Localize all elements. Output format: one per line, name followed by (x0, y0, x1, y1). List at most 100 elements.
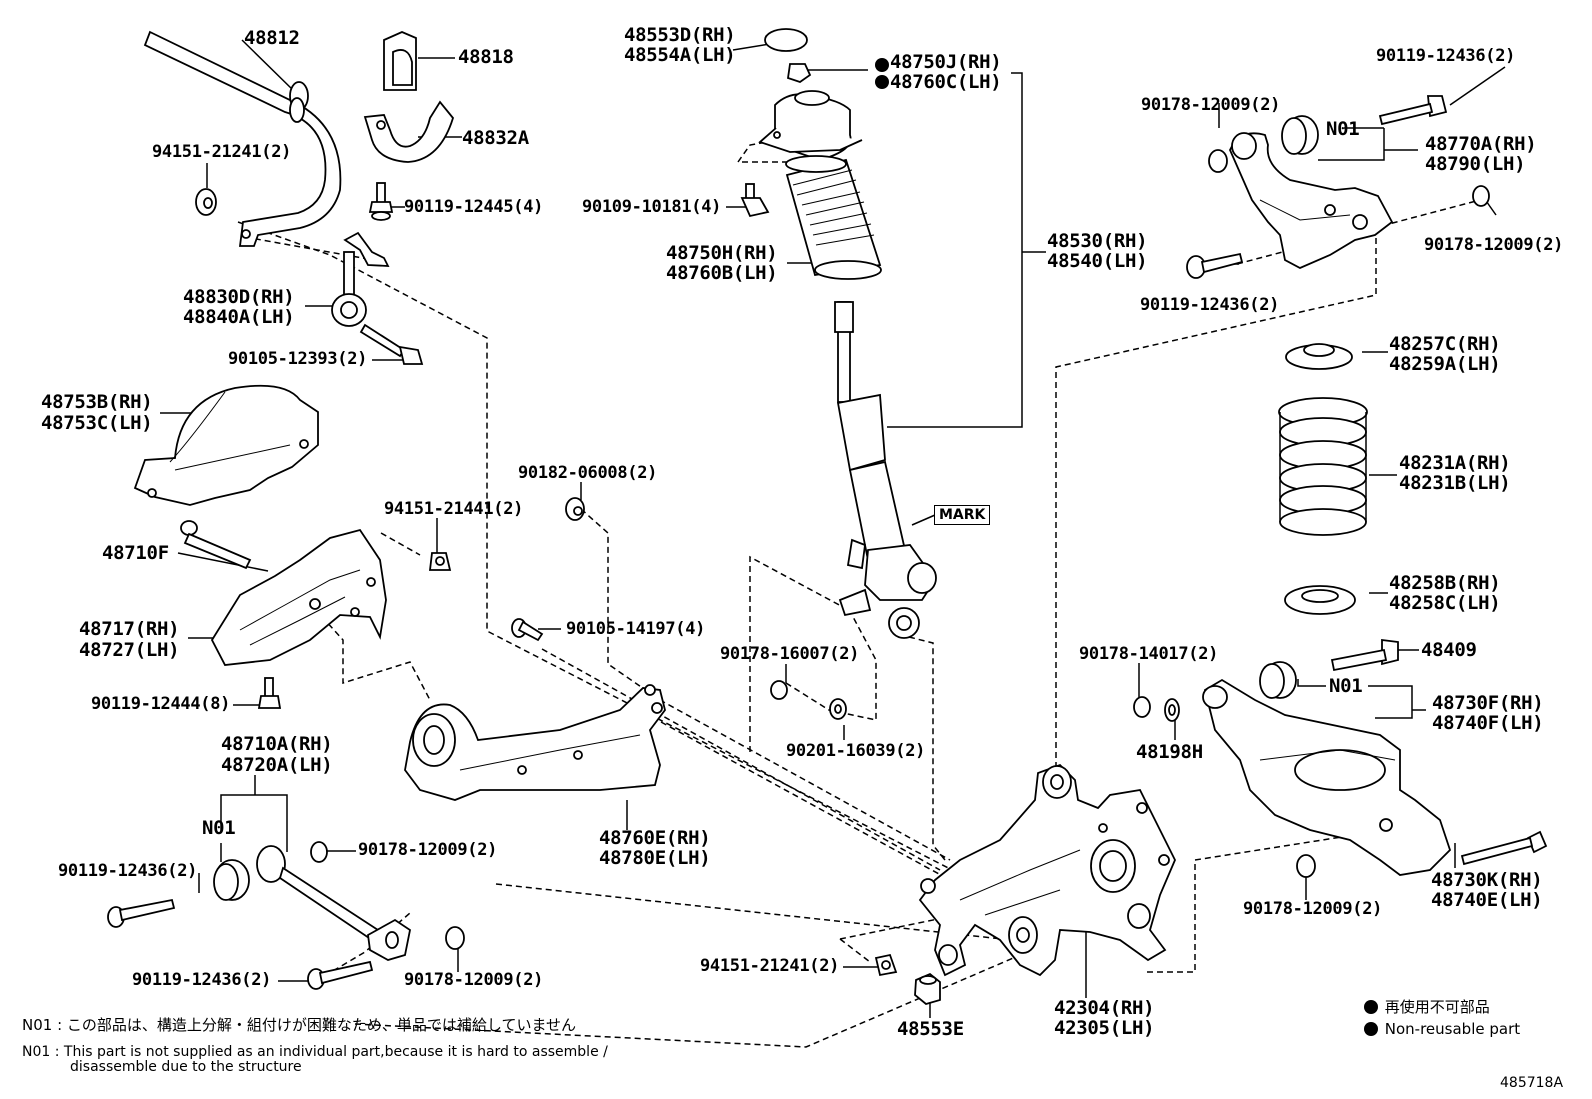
nut (565, 497, 585, 521)
part-label-48257c: 48257C(RH) (1389, 333, 1501, 355)
spring-upper-seat (1285, 343, 1353, 370)
bolt (1378, 95, 1448, 126)
legend-en-text: Non-reusable part (1384, 1020, 1521, 1038)
part-label-94151-21241: 94151-21241(2) (700, 956, 840, 976)
steering-knuckle (918, 763, 1176, 977)
bolt (307, 960, 374, 990)
bolt (1330, 638, 1399, 672)
lower-arm (1202, 678, 1452, 876)
bushing (383, 31, 417, 91)
part-label-48730k: 48730K(RH) (1431, 869, 1543, 891)
bolt (368, 182, 394, 221)
upper-arm (1229, 132, 1394, 269)
part-label-48830d: 48830D(RH) (183, 286, 295, 308)
part-label-48730f: 48730F(RH) (1432, 692, 1544, 714)
part-label-48740e: 48740E(LH) (1431, 889, 1543, 911)
mark-callout: MARK (934, 505, 991, 525)
nut (1208, 149, 1228, 173)
nut (445, 926, 465, 950)
part-label-48750j: 48750J(RH) (890, 51, 1002, 73)
nut (1296, 854, 1316, 878)
part-label-48727: 48727(LH) (79, 639, 180, 661)
part-label-90119-12436: 90119-12436(2) (132, 970, 272, 990)
part-label-90119-12436: 90119-12436(2) (58, 861, 198, 881)
washer (1164, 698, 1180, 722)
stabilizer-link (331, 231, 390, 327)
part-label-90119-12436: 90119-12436(2) (1140, 295, 1280, 315)
part-label-48770a: 48770A(RH) (1425, 133, 1537, 155)
part-label-48231a: 48231A(RH) (1399, 452, 1511, 474)
part-label-48553e: 48553E (897, 1018, 964, 1040)
bushing (1281, 115, 1319, 155)
nut (195, 188, 217, 216)
part-label-48753b: 48753B(RH) (41, 391, 153, 413)
legend-jp: 再使用不可部品 (1364, 996, 1490, 1017)
part-label-42305: 42305(LH) (1054, 1017, 1155, 1039)
part-label-48840a: 48840A(LH) (183, 306, 295, 328)
nut (310, 841, 328, 863)
nut (1472, 185, 1490, 207)
legend-jp-text: 再使用不可部品 (1384, 998, 1490, 1016)
assembly-lines (237, 139, 1481, 1048)
part-label-48720a: 48720A(LH) (221, 754, 333, 776)
toe-link (256, 845, 412, 961)
part-label-48790: 48790(LH) (1425, 153, 1526, 175)
part-label-48198h: 48198H (1136, 741, 1203, 763)
bolt (1460, 830, 1548, 866)
part-label-48717: 48717(RH) (79, 618, 180, 640)
part-label-48710a: 48710A(RH) (221, 733, 333, 755)
bolt (180, 520, 252, 570)
part-label-48780e: 48780E(LH) (599, 847, 711, 869)
part-label-48258c: 48258C(LH) (1389, 592, 1501, 614)
non-reusable-dot-icon (1364, 1000, 1378, 1014)
bolt (107, 898, 176, 928)
part-label-90178-14017: 90178-14017(2) (1079, 644, 1219, 664)
non-reusable-dot-icon (1364, 1022, 1378, 1036)
part-label-90178-12009: 90178-12009(2) (1141, 95, 1281, 115)
part-label-90182-06008: 90182-06008(2) (518, 463, 658, 483)
part-label-94151-21241: 94151-21241(2) (152, 142, 292, 162)
stabilizer-bar (143, 30, 342, 247)
nut (770, 680, 788, 700)
nut (428, 552, 452, 571)
protector-cover (133, 384, 319, 506)
part-label-48750h: 48750H(RH) (666, 242, 778, 264)
part-label-48530: 48530(RH) (1047, 230, 1148, 252)
bolt (740, 183, 770, 218)
bolt (359, 323, 424, 365)
part-label-48760b: 48760B(LH) (666, 262, 778, 284)
part-label-90201-16039: 90201-16039(2) (786, 741, 926, 761)
nut (874, 953, 898, 977)
bolt (257, 677, 282, 709)
toe-link-bracket (210, 528, 387, 666)
part-label-48231b: 48231B(LH) (1399, 472, 1511, 494)
bushing (1259, 661, 1297, 699)
part-label-48553d: 48553D(RH) (624, 24, 736, 46)
legend-en: Non-reusable part (1364, 1020, 1520, 1038)
part-label-90178-12009: 90178-12009(2) (1243, 899, 1383, 919)
spring-lower-seat (1284, 585, 1356, 615)
part-label-90105-14197: 90105-14197(4) (566, 619, 706, 639)
part-label-48812: 48812 (244, 27, 300, 49)
n01-label: N01 (1326, 118, 1360, 140)
part-label-48740f: 48740F(LH) (1432, 712, 1544, 734)
bolt (511, 618, 544, 642)
footnote-en: N01 : This part is not supplied as an in… (22, 1045, 608, 1060)
part-label-42304: 42304(RH) (1054, 997, 1155, 1019)
coil-spring (1278, 397, 1368, 536)
part-label-90178-12009: 90178-12009(2) (358, 840, 498, 860)
part-label-90105-12393: 90105-12393(2) (228, 349, 368, 369)
n01-label: N01 (202, 817, 236, 839)
footnote-prefix: N01 : (22, 1016, 63, 1034)
part-label-48760c: 48760C(LH) (890, 71, 1002, 93)
bolt (1186, 252, 1244, 279)
part-label-90119-12436: 90119-12436(2) (1376, 46, 1516, 66)
footnote-prefix: N01 : (22, 1044, 60, 1060)
footnote-en-line2: disassemble due to the structure (70, 1059, 302, 1075)
footnote-jp: N01 : この部品は、構造上分解・組付けが困難なため、単品では補給していません (22, 1018, 576, 1033)
part-label-48540: 48540(LH) (1047, 250, 1148, 272)
part-label-48760e: 48760E(RH) (599, 827, 711, 849)
washer (829, 698, 847, 720)
